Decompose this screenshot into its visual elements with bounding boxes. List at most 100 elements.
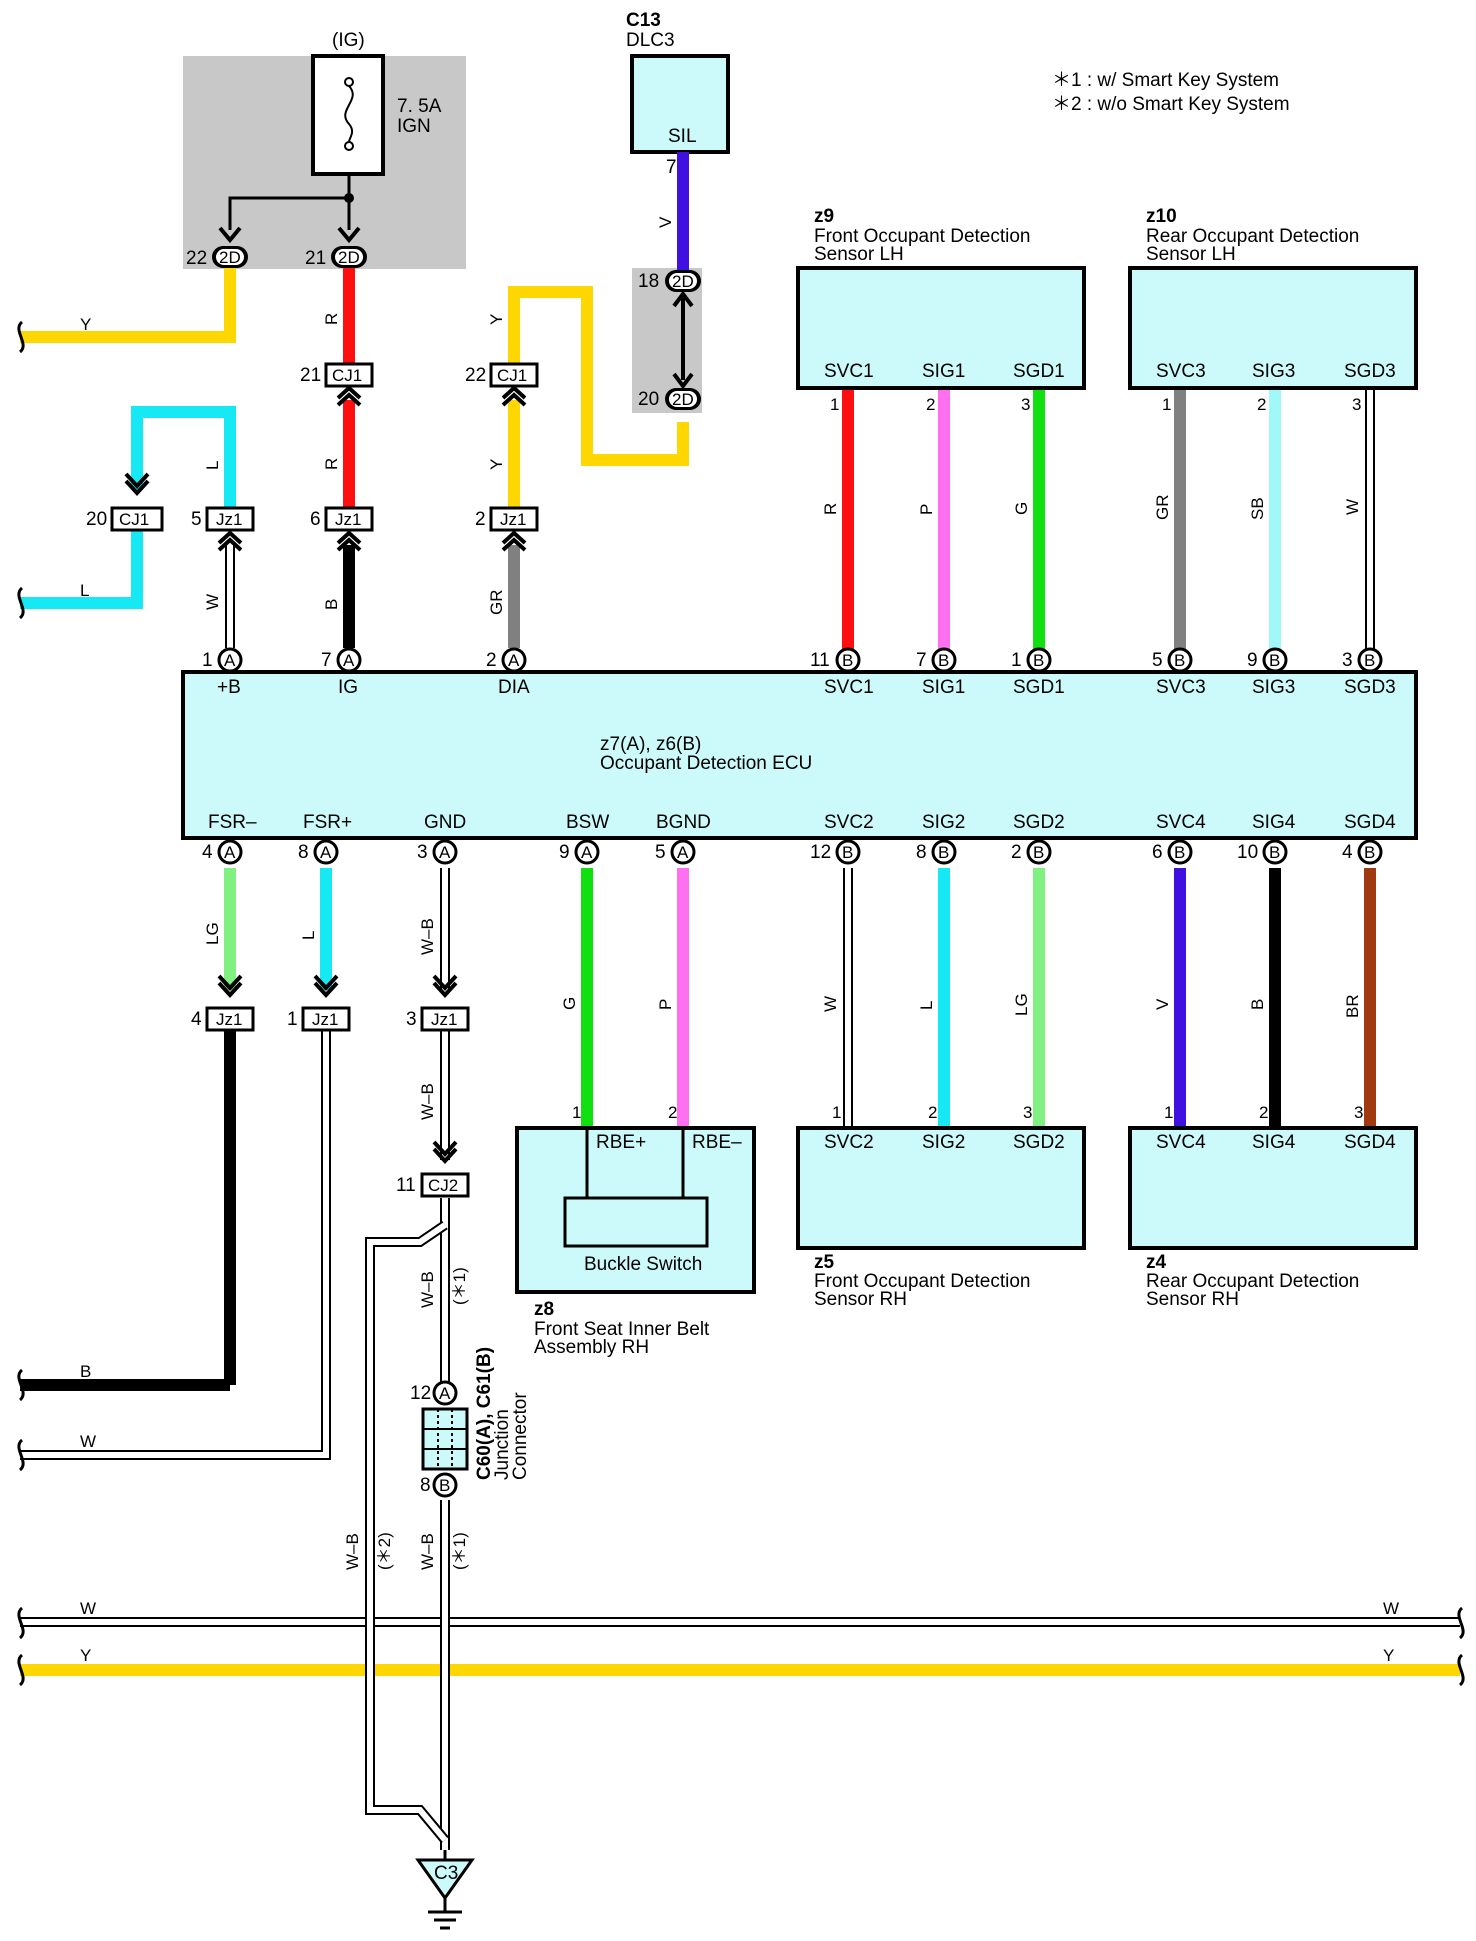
svg-text:SGD2: SGD2 bbox=[1013, 812, 1065, 833]
z9-pin-3: SGD1 bbox=[1013, 361, 1065, 382]
terminal-b-3: B bbox=[1357, 647, 1383, 673]
svg-text:2D: 2D bbox=[672, 272, 694, 291]
svg-text:W: W bbox=[80, 1599, 96, 1618]
pin-4-jz1: 4 bbox=[191, 1009, 202, 1030]
svg-text:W: W bbox=[80, 1432, 96, 1451]
conn-2d-22: 2D bbox=[212, 246, 248, 268]
terminal-a-4: A bbox=[217, 839, 243, 865]
buckle-n2: 2 bbox=[668, 1103, 677, 1122]
joint-arrow-up bbox=[672, 290, 694, 308]
terminal-a-2: A bbox=[501, 647, 527, 673]
svg-text:L: L bbox=[203, 461, 222, 470]
svg-text:1: 1 bbox=[1011, 650, 1022, 671]
conn-jz1-4: Jz1 bbox=[205, 974, 255, 1032]
terminal-a-7: A bbox=[336, 647, 362, 673]
svg-text:B: B bbox=[938, 651, 949, 670]
svg-text:2: 2 bbox=[486, 650, 497, 671]
z9-pin-1: SVC1 bbox=[824, 361, 874, 382]
svg-text:(＊2): (＊2) bbox=[375, 1532, 394, 1570]
terminal-b-2: B bbox=[1026, 839, 1052, 865]
svg-text:SIG2: SIG2 bbox=[922, 812, 965, 833]
svg-text:GR: GR bbox=[487, 590, 506, 616]
pin-21-cj1: 21 bbox=[300, 365, 321, 386]
svg-text:Jz1: Jz1 bbox=[431, 1010, 457, 1029]
pin-12-junction: 12 bbox=[410, 1383, 431, 1404]
pin-3-jz1: 3 bbox=[406, 1009, 417, 1030]
svg-text:B: B bbox=[1174, 843, 1185, 862]
dlc-pin: SIL bbox=[668, 126, 697, 147]
z10-n3: 3 bbox=[1352, 395, 1361, 414]
ecu-top-pin-numbers: 1 7 2 11 7 1 5 9 3 bbox=[202, 650, 1353, 671]
svg-text:B: B bbox=[1364, 843, 1375, 862]
svg-text:SIG3: SIG3 bbox=[1252, 677, 1295, 698]
wire-y-dia-top bbox=[508, 286, 689, 466]
terminal-b-7: B bbox=[931, 647, 957, 673]
svg-text:B: B bbox=[80, 1362, 91, 1381]
terminal-a-8: A bbox=[313, 839, 339, 865]
conn-cj1-21: CJ1 bbox=[324, 362, 374, 407]
z9-line1: Front Occupant Detection bbox=[814, 226, 1031, 247]
wire-color-labels: Y L R R B Y Y GR L W V R P G GR SB W LG … bbox=[80, 216, 1399, 1665]
z10-box bbox=[1128, 266, 1418, 390]
conn-jz1-3: Jz1 bbox=[420, 974, 470, 1032]
svg-text:SGD3: SGD3 bbox=[1344, 677, 1396, 698]
svg-text:Jz1: Jz1 bbox=[500, 510, 526, 529]
z4-n1: 1 bbox=[1164, 1103, 1173, 1122]
terminal-b-10: B bbox=[1262, 839, 1288, 865]
svg-text:IG: IG bbox=[338, 677, 358, 698]
svg-text:FSR+: FSR+ bbox=[303, 812, 352, 833]
z4-n2: 2 bbox=[1259, 1103, 1268, 1122]
ecu-bottom-terminals: A A A A A B B B B B B bbox=[217, 839, 1383, 865]
pin-8-junction: 8 bbox=[420, 1475, 431, 1496]
buckle-n1: 1 bbox=[572, 1103, 581, 1122]
svg-text:A: A bbox=[343, 651, 355, 670]
svg-text:LG: LG bbox=[203, 922, 222, 945]
svg-text:G: G bbox=[560, 997, 579, 1010]
pin-7-dlc: 7 bbox=[666, 157, 677, 178]
svg-text:W–B: W–B bbox=[418, 918, 437, 955]
ground-symbol bbox=[415, 1850, 475, 1930]
z8-line1: Front Seat Inner Belt bbox=[534, 1319, 710, 1340]
z10-pin-2: SIG3 bbox=[1252, 361, 1295, 382]
terminal-b-12: B bbox=[835, 839, 861, 865]
z5-n1: 1 bbox=[832, 1103, 841, 1122]
z9-box bbox=[796, 266, 1086, 390]
svg-text:3: 3 bbox=[417, 842, 428, 863]
z5-n3: 3 bbox=[1023, 1103, 1032, 1122]
legend-note-1: ＊1 : w/ Smart Key System bbox=[1052, 70, 1279, 91]
junction-block bbox=[421, 1407, 469, 1471]
svg-text:SGD4: SGD4 bbox=[1344, 812, 1396, 833]
z4-line1: Rear Occupant Detection bbox=[1146, 1271, 1359, 1292]
z10-pin-3: SGD3 bbox=[1344, 361, 1396, 382]
terminal-b-9: B bbox=[1262, 647, 1288, 673]
conn-jz1-5: Jz1 bbox=[205, 506, 255, 552]
z8-code: z8 bbox=[534, 1299, 554, 1320]
arrow-22 bbox=[218, 226, 242, 244]
svg-text:B: B bbox=[439, 1476, 450, 1495]
svg-text:B: B bbox=[938, 843, 949, 862]
svg-text:R: R bbox=[322, 313, 341, 325]
svg-text:SGD1: SGD1 bbox=[1013, 677, 1065, 698]
svg-text:Y: Y bbox=[487, 459, 506, 470]
svg-text:CJ1: CJ1 bbox=[119, 510, 149, 529]
z5-box bbox=[796, 1126, 1086, 1250]
svg-text:A: A bbox=[320, 843, 332, 862]
bypass-over-bus bbox=[365, 1600, 450, 1690]
svg-text:B: B bbox=[1248, 999, 1267, 1010]
terminal-a-9: A bbox=[574, 839, 600, 865]
svg-text:DIA: DIA bbox=[498, 677, 530, 698]
z5-code: z5 bbox=[814, 1252, 835, 1273]
terminal-b-5: B bbox=[1167, 647, 1193, 673]
svg-text:Y: Y bbox=[80, 1646, 91, 1665]
z4-code: z4 bbox=[1146, 1252, 1167, 1273]
buckle-box bbox=[515, 1126, 756, 1294]
svg-text:V: V bbox=[656, 216, 675, 228]
buckle-pin-1: RBE+ bbox=[596, 1132, 646, 1153]
z4-pin-1: SVC4 bbox=[1156, 1132, 1206, 1153]
svg-text:B: B bbox=[1269, 651, 1280, 670]
wire-wb-bypass bbox=[365, 1220, 449, 1844]
terminal-b-1: B bbox=[1026, 647, 1052, 673]
svg-text:8: 8 bbox=[916, 842, 927, 863]
pin-1-jz1: 1 bbox=[287, 1009, 298, 1030]
svg-text:A: A bbox=[224, 651, 236, 670]
